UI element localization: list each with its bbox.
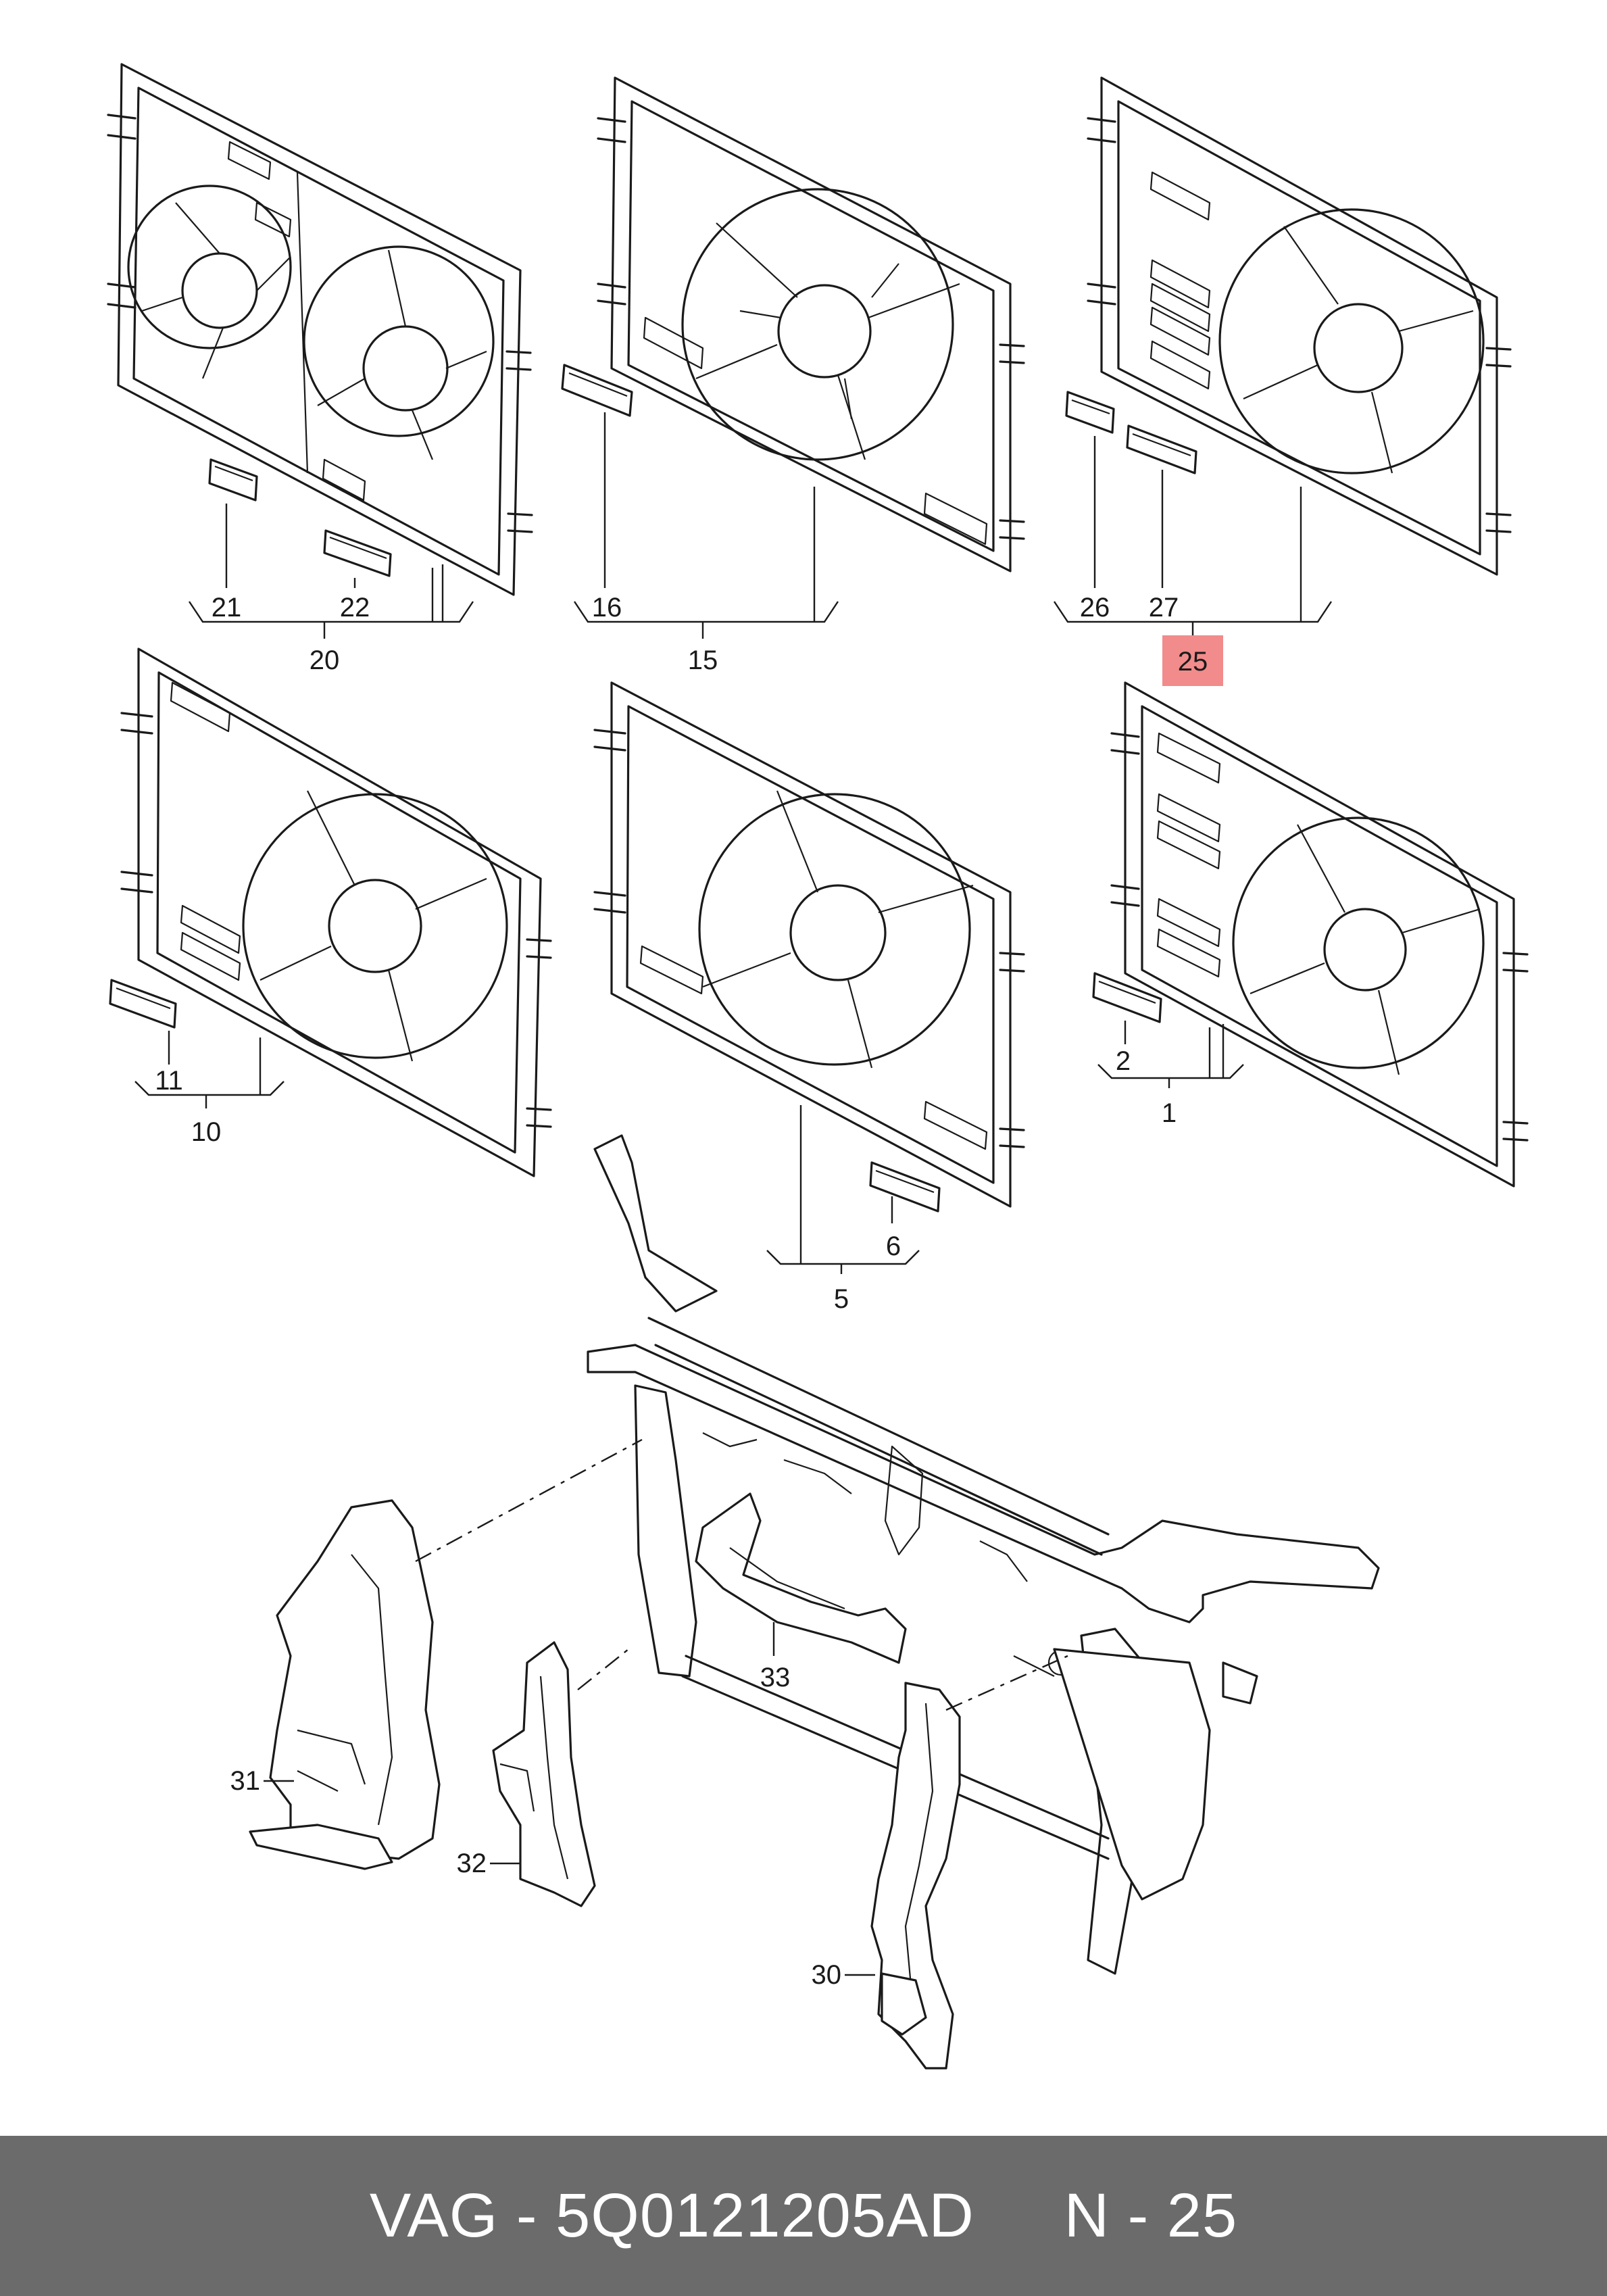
label-1: 1 — [1162, 1098, 1177, 1128]
seal-22[interactable] — [323, 529, 392, 577]
label-11: 11 — [155, 1066, 183, 1096]
label-20: 20 — [310, 645, 340, 675]
seal-27[interactable] — [1126, 424, 1197, 474]
part-number-caption: VAG - 5Q0121205AD N - 25 — [369, 2181, 1238, 2250]
fan-shroud-25[interactable] — [1087, 76, 1512, 576]
label-15: 15 — [688, 645, 718, 675]
air-guide-32[interactable] — [492, 1641, 596, 1907]
callout-group-15 — [574, 412, 839, 639]
assembly-line-32 — [577, 1648, 629, 1690]
callout-group-10 — [134, 1031, 285, 1108]
callout-group-1 — [1097, 1021, 1244, 1088]
label-26: 26 — [1080, 593, 1110, 622]
fan-shroud-1[interactable] — [1110, 681, 1529, 1188]
assembly-line-30 — [945, 1655, 1068, 1711]
air-guide-30[interactable] — [870, 1682, 961, 2070]
label-33: 33 — [760, 1663, 791, 1692]
highlight-25 — [1162, 635, 1223, 686]
seal-16[interactable] — [561, 364, 633, 417]
label-25: 25 — [1178, 647, 1208, 677]
seal-6[interactable] — [869, 1161, 941, 1213]
callout-group-25 — [1054, 436, 1332, 635]
seal-2[interactable] — [1092, 972, 1162, 1023]
callout-group-5 — [766, 1105, 920, 1274]
label-27: 27 — [1149, 593, 1179, 622]
label-2: 2 — [1116, 1046, 1131, 1076]
fan-shroud-5[interactable] — [593, 681, 1025, 1208]
footer-bar: VAG - 5Q0121205AD N - 25 — [0, 2136, 1607, 2296]
label-22: 22 — [340, 593, 370, 622]
front-end-carrier[interactable] — [587, 1134, 1380, 1975]
parts-diagram: 21 22 20 16 15 — [107, 63, 1529, 2070]
label-16: 16 — [592, 593, 622, 622]
assembly-line-31 — [415, 1438, 643, 1563]
callout-group-20 — [189, 504, 474, 639]
label-30: 30 — [812, 1960, 842, 1990]
seal-21[interactable] — [208, 458, 258, 502]
label-6: 6 — [886, 1231, 901, 1261]
bracket-33[interactable] — [695, 1492, 907, 1664]
label-10: 10 — [191, 1117, 222, 1147]
seal-11[interactable] — [109, 979, 177, 1029]
label-32: 32 — [457, 1849, 487, 1878]
fan-shroud-15[interactable] — [597, 76, 1025, 572]
label-31: 31 — [230, 1766, 261, 1796]
label-21: 21 — [212, 593, 242, 622]
air-guide-31[interactable] — [249, 1499, 441, 1870]
seal-26[interactable] — [1065, 391, 1115, 434]
fan-shroud-10[interactable] — [120, 648, 552, 1177]
fan-shroud-20[interactable] — [107, 63, 533, 596]
label-5: 5 — [834, 1284, 849, 1314]
